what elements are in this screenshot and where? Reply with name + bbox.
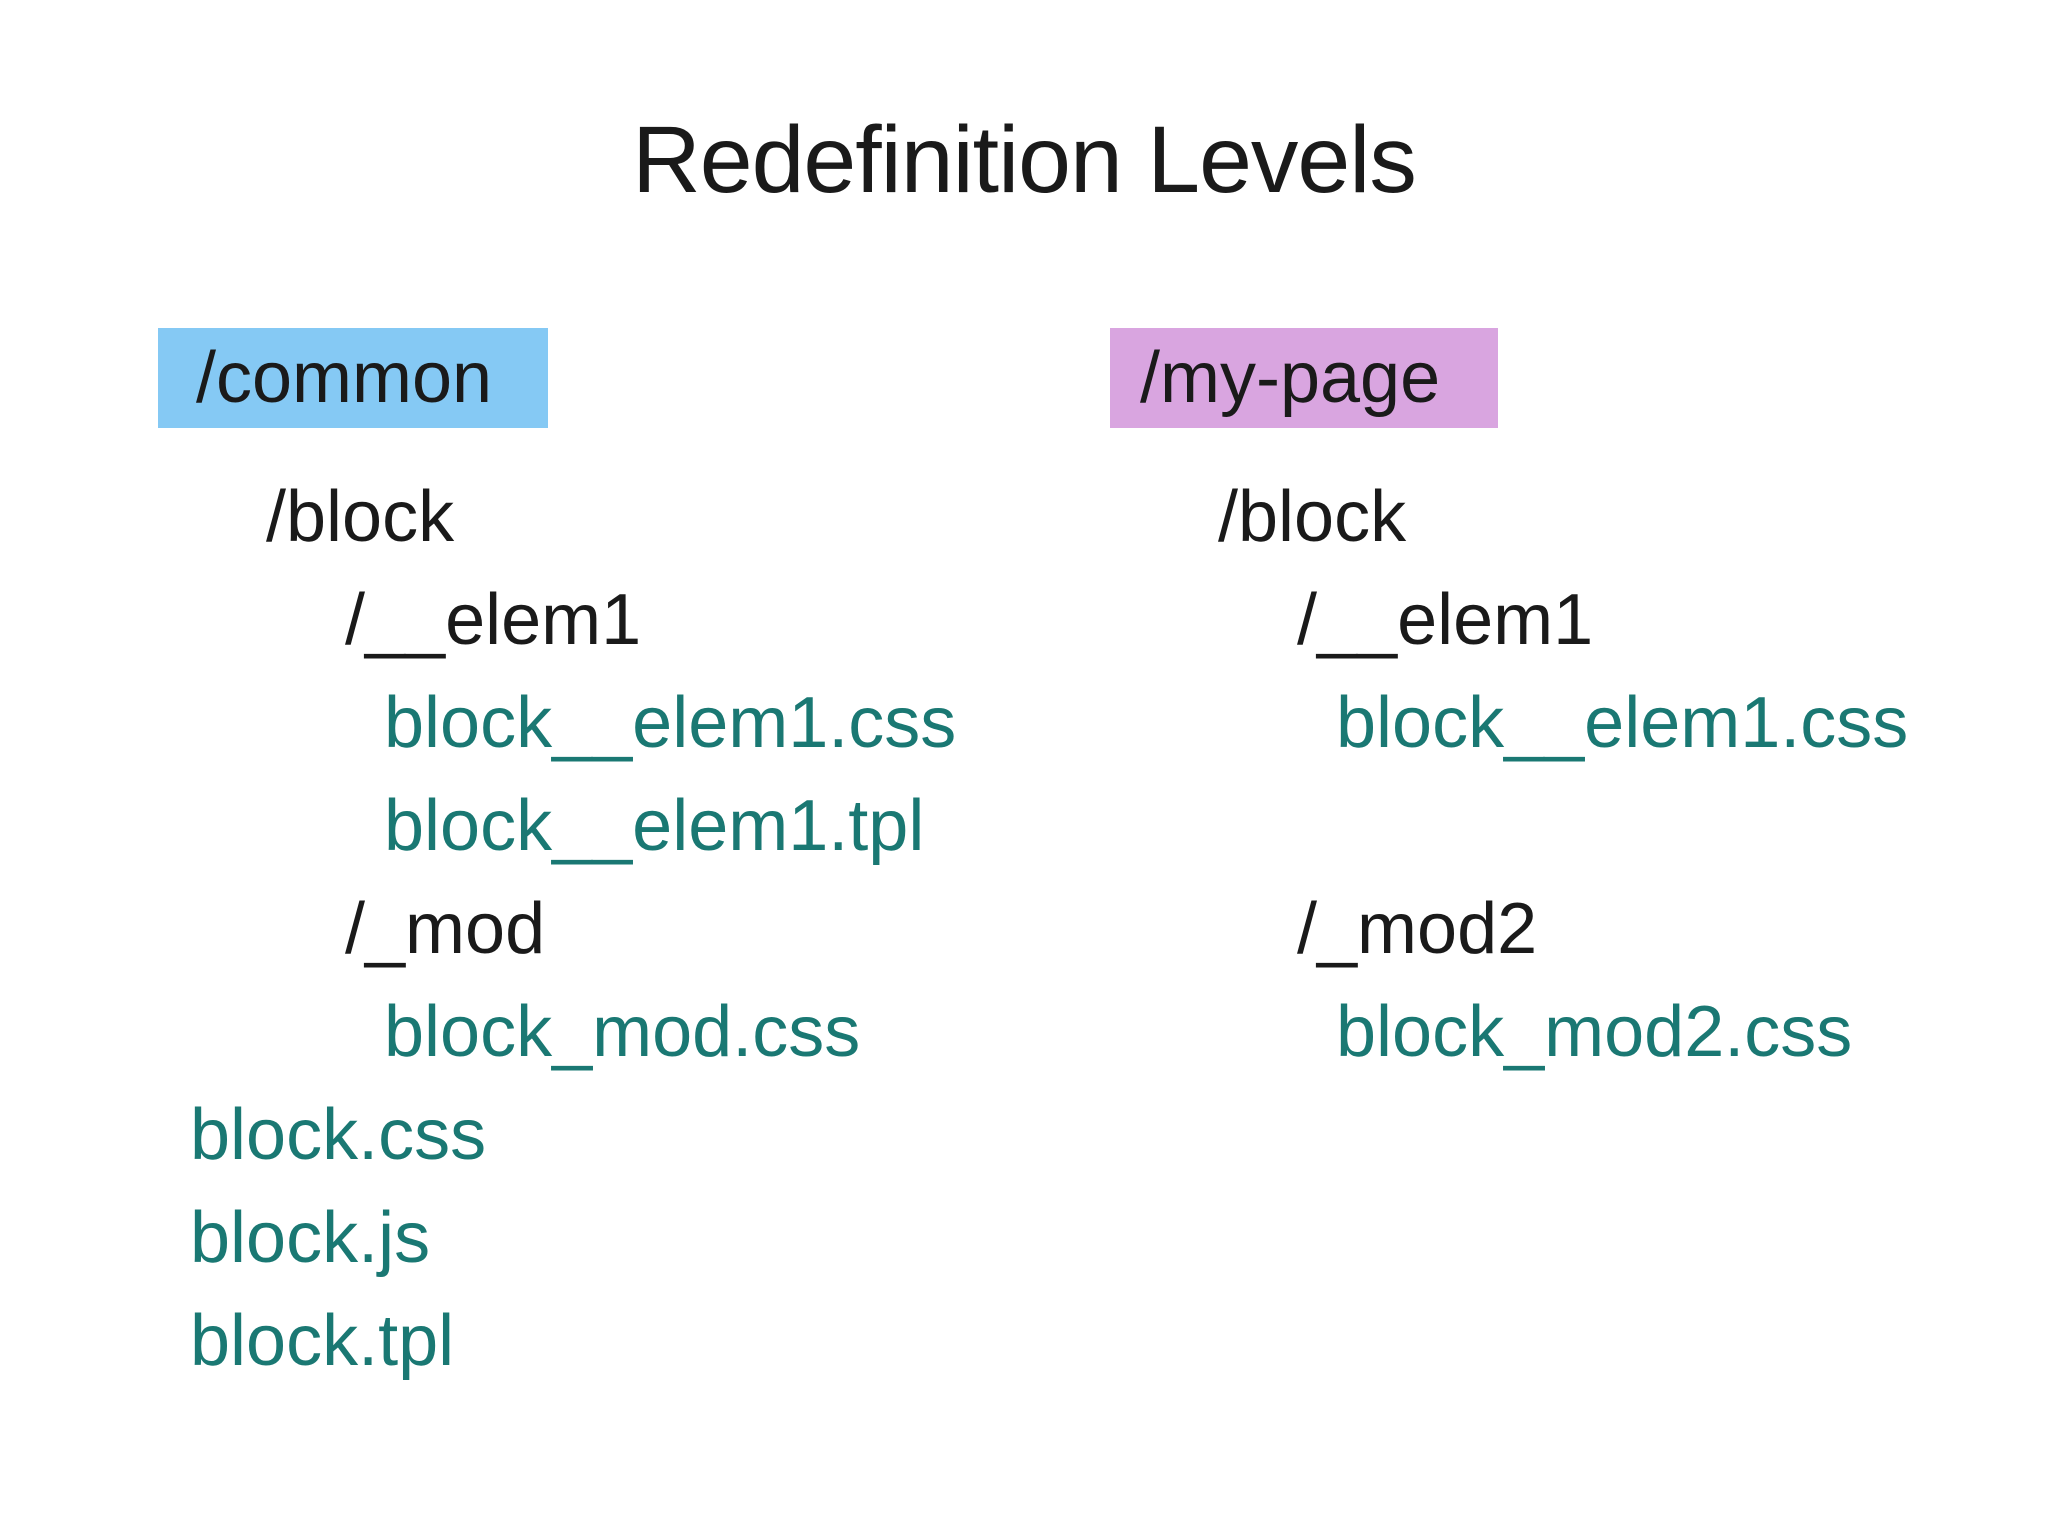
file-tree-common: /block /__elem1 block__elem1.css block__ele… bbox=[158, 466, 1058, 1393]
tree-item-file: block_mod2.css bbox=[1336, 992, 1853, 1072]
tree-row-blank bbox=[1110, 775, 2010, 878]
tree-item-file: block__elem1.css bbox=[1336, 683, 1909, 763]
tree-item-directory: /__elem1 bbox=[345, 580, 642, 660]
tree-item-file: block_mod.css bbox=[384, 992, 861, 1072]
tree-item-file: block.tpl bbox=[190, 1301, 455, 1381]
tree-item-directory: /_mod bbox=[345, 889, 546, 969]
tree-item-directory: /_mod2 bbox=[1297, 889, 1538, 969]
tree-item-file: block.js bbox=[190, 1198, 431, 1278]
folder-label-my-page: /my-page bbox=[1110, 328, 1498, 428]
tree-item-directory: /__elem1 bbox=[1297, 580, 1594, 660]
tree-item-directory: /block bbox=[266, 477, 455, 557]
tree-item-directory: /block bbox=[1218, 477, 1407, 557]
folder-label-common: /common bbox=[158, 328, 548, 428]
tree-item-file: block__elem1.css bbox=[384, 683, 957, 763]
page-title: Redefinition Levels bbox=[632, 107, 1417, 213]
tree-item-file: block__elem1.tpl bbox=[384, 786, 925, 866]
tree-item-file: block.css bbox=[190, 1095, 487, 1175]
